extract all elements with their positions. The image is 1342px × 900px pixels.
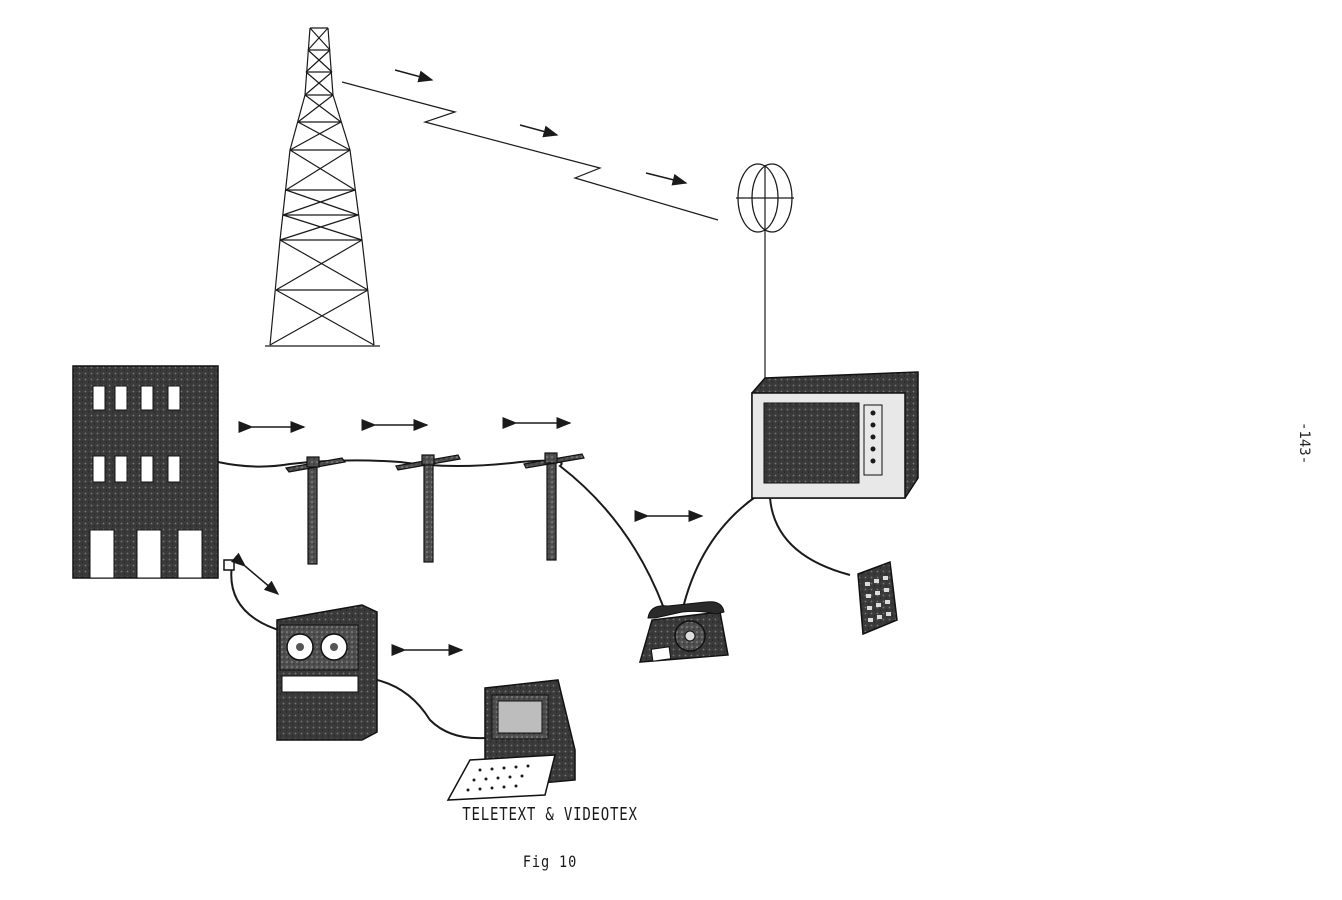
receiving-antenna-icon	[736, 163, 794, 388]
keypad-remote-icon	[857, 560, 898, 636]
tape-drive-icon	[276, 604, 378, 741]
telephone-pole-icon	[523, 452, 585, 561]
television-icon	[751, 371, 919, 499]
computer-terminal-icon	[446, 679, 576, 801]
terminal-link-cable	[376, 679, 486, 740]
broadcast-signal-line	[341, 81, 719, 221]
telephone-line-cable	[217, 459, 664, 607]
telephone-icon	[638, 601, 729, 663]
signal-arrow-icon	[519, 124, 559, 138]
signal-arrow-icon	[394, 69, 434, 83]
figure-number: Fig 10	[522, 852, 578, 871]
phone-tv-cable	[681, 494, 759, 613]
telephone-pole-icon	[395, 454, 461, 563]
caption-title: TELETEXT & VIDEOTEX	[462, 804, 638, 825]
telephone-pole-icon	[284, 456, 347, 565]
remote-keypad-cable	[769, 497, 851, 576]
double-arrow-icon	[230, 552, 280, 595]
signal-arrow-icon	[645, 172, 688, 186]
building-icon	[72, 365, 219, 579]
transmission-tower-icon	[265, 27, 380, 347]
page-number: -143-	[1296, 422, 1312, 465]
